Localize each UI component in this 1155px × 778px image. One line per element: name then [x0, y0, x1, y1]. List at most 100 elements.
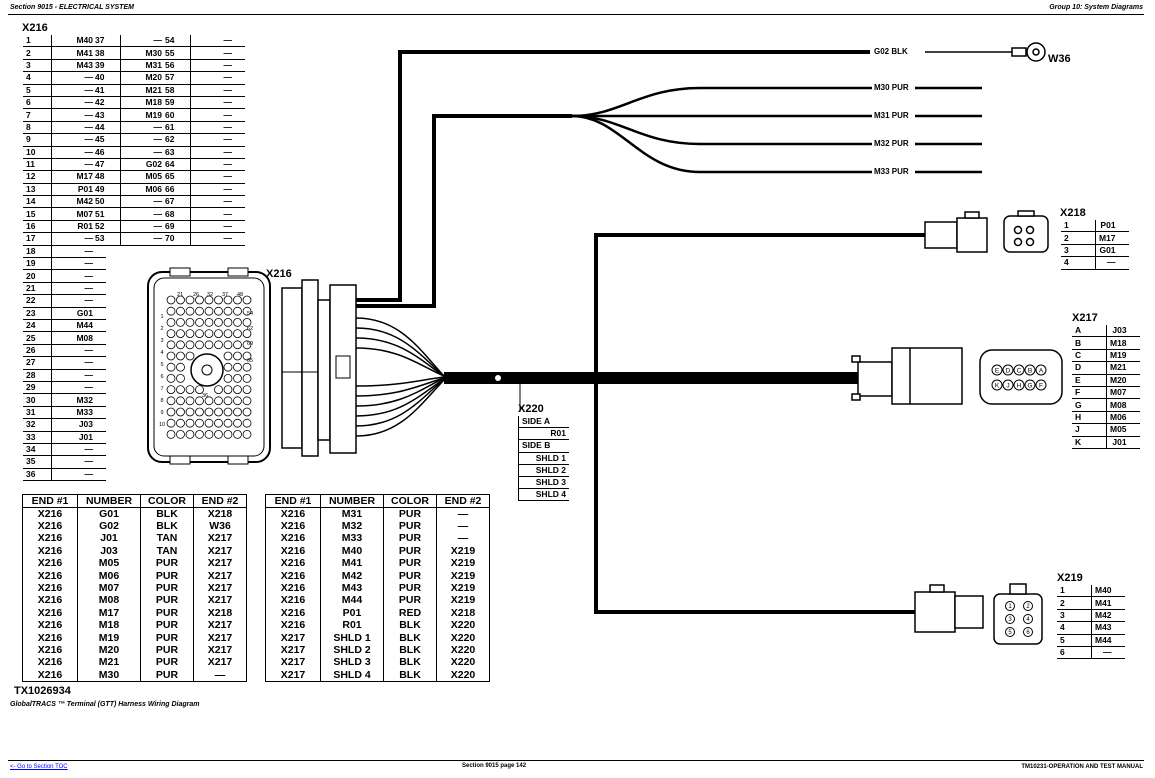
pin-number: 32: [23, 418, 52, 432]
x216-pin-row: 51—: [92, 207, 175, 221]
pin-number: 41: [92, 84, 121, 97]
wire-table-cell: W36: [193, 520, 247, 533]
x216-pin-cavity: [223, 317, 233, 327]
pin-number: 50: [92, 195, 121, 209]
pin-circuit: M40: [1091, 585, 1125, 598]
pin-circuit: —: [51, 381, 106, 395]
x216-pin-cavity: [242, 385, 252, 395]
go-to-section-toc-link[interactable]: <- Go to Section TOC: [10, 764, 68, 770]
x220-cell: SHLD 1: [518, 452, 569, 465]
pin-circuit: M21: [1106, 361, 1140, 375]
pin-circuit: —: [190, 35, 245, 48]
wire-table-cell: X217: [193, 594, 247, 608]
x220-row: SIDE A: [518, 416, 569, 429]
pin-number: 8: [23, 121, 52, 135]
x216-pin-cavity: [195, 306, 204, 316]
wire-table-cell: X217: [193, 557, 247, 570]
x216-pin-cavity: [223, 306, 233, 316]
pin-number: 62: [162, 133, 191, 147]
x216-pin-label: 7: [160, 386, 163, 392]
pin-circuit: J03: [51, 418, 106, 432]
wire-table-cell: P01: [320, 607, 384, 620]
x216-pin-cavity: [233, 418, 242, 428]
pin-circuit: M05: [1106, 423, 1140, 437]
x219-face-pin: [1023, 614, 1033, 624]
x216-pin-cavity: [214, 317, 223, 327]
wire-table-cell: X216: [22, 520, 78, 533]
header-right: Group 10: System Diagrams: [1049, 4, 1143, 11]
x216-pin-cavity: [204, 407, 214, 417]
x220-title: X220: [518, 403, 544, 415]
x216-pin-cavity: [214, 306, 223, 316]
x216-pin-label: 10: [159, 422, 165, 428]
x216-pin-table-3: 54—55—56—57—58—59—60—61—62—63—64—65—66—6…: [162, 35, 245, 246]
pin-circuit: M33: [51, 406, 106, 420]
x216-pin-row: 20—: [23, 269, 106, 283]
x218-title: X218: [1060, 207, 1086, 219]
pin-circuit: —: [120, 207, 175, 221]
x216-pin-row: 65—: [162, 170, 245, 184]
pin-number: 2: [23, 46, 52, 60]
pin-number: 20: [23, 269, 52, 283]
wire-table-cell: X220: [436, 644, 490, 657]
x216-pin-cavity: [233, 306, 242, 316]
pin-circuit: —: [1095, 256, 1129, 270]
x216-pin-cavity: [185, 396, 195, 406]
x216-pin-cavity: [233, 317, 242, 327]
wire-table-header-cell: COLOR: [140, 494, 194, 508]
x216-pin-row: 29—: [23, 381, 106, 395]
x216-pin-cavity: [204, 295, 214, 305]
pin-circuit: —: [51, 468, 106, 482]
pin-number: 5: [1057, 634, 1092, 647]
x217-face-pin: [1013, 379, 1025, 391]
wire-table-cell: RED: [383, 607, 437, 620]
pin-number: 34: [23, 443, 52, 457]
x220-cell: SHLD 2: [518, 464, 569, 477]
wire-table-cell: M43: [320, 582, 384, 595]
wire-table-cell: X216: [265, 532, 321, 546]
pin-number: 51: [92, 207, 121, 221]
x216-pin-cavity: [166, 295, 176, 305]
pin-circuit: —: [190, 158, 245, 172]
wire-table-cell: M40: [320, 545, 384, 558]
x218-pin-row: 4—: [1061, 256, 1129, 270]
pin-circuit: M21: [120, 84, 175, 97]
pin-circuit: —: [190, 170, 245, 184]
pin-circuit: —: [190, 71, 245, 85]
wire-table-cell: X219: [436, 594, 490, 608]
x219-face-pin: [1005, 627, 1015, 637]
wire-table-cell: PUR: [383, 520, 437, 533]
x216-pin-cavity: [233, 340, 242, 350]
wire-table-cell: X216: [265, 507, 321, 521]
x216-pin-row: 66—: [162, 183, 245, 197]
x216-pin-cavity: [176, 317, 185, 327]
x217-face-pin-label: J: [1006, 383, 1009, 390]
wire-table-cell: —: [436, 532, 490, 546]
pin-number: 35: [23, 455, 52, 469]
wire-table-cell: PUR: [140, 569, 194, 583]
wire-table-cell: G02: [77, 520, 141, 533]
pin-circuit: G01: [51, 307, 106, 321]
pin-circuit: G01: [1095, 244, 1129, 258]
wire-table-cell: PUR: [383, 545, 437, 558]
wire-table-cell: X217: [265, 656, 321, 670]
pin-circuit: —: [51, 344, 106, 358]
pin-number: 66: [162, 183, 191, 197]
x220-cell: R01: [518, 427, 569, 441]
x216-pin-cavity: [233, 329, 242, 339]
wire-table-cell: X216: [265, 569, 321, 583]
x216-pin-cavity: [195, 317, 204, 327]
pin-circuit: —: [190, 195, 245, 209]
pin-circuit: —: [51, 282, 106, 296]
